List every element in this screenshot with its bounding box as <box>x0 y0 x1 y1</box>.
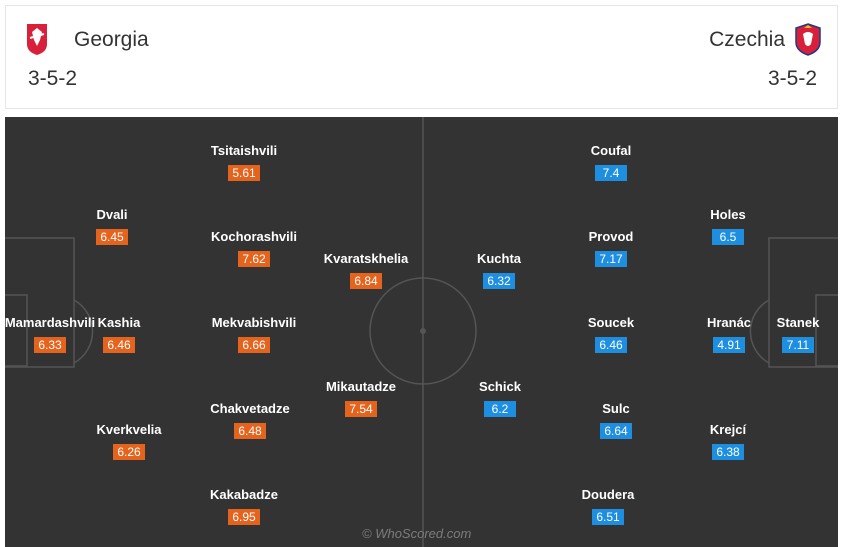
player-name: Hranác <box>706 315 752 330</box>
player-name: Krejcí <box>709 422 747 437</box>
away-player[interactable]: Provod 7.17 <box>561 229 661 273</box>
player-rating: 6.46 <box>595 337 627 353</box>
player-rating: 4.91 <box>713 337 745 353</box>
player-name: Provod <box>588 229 634 244</box>
player-name: Kuchta <box>476 251 522 266</box>
away-player[interactable]: Hranác 4.91 <box>679 315 779 359</box>
player-rating: 6.51 <box>592 509 624 525</box>
away-player[interactable]: Krejcí 6.38 <box>678 422 778 466</box>
player-name: Kverkvelia <box>96 422 162 437</box>
player-name: Kvaratskhelia <box>323 251 409 266</box>
pitch-markings <box>5 117 838 547</box>
player-rating: 6.33 <box>34 337 66 353</box>
player-name: Mekvabishvili <box>211 315 297 330</box>
player-name: Sulc <box>602 401 630 416</box>
home-player[interactable]: Kashia 6.46 <box>69 315 169 359</box>
player-rating: 6.46 <box>103 337 135 353</box>
player-name: Schick <box>479 379 521 394</box>
player-rating: 6.95 <box>228 509 260 525</box>
away-player[interactable]: Soucek 6.46 <box>561 315 661 359</box>
player-rating: 6.45 <box>96 229 128 245</box>
player-name: Mamardashvili <box>5 315 96 330</box>
player-rating: 6.5 <box>712 229 744 245</box>
player-name: Holes <box>710 207 746 222</box>
away-player[interactable]: Coufal 7.4 <box>561 143 661 187</box>
player-rating: 6.2 <box>484 401 516 417</box>
player-name: Chakvetadze <box>210 401 290 416</box>
away-team-name: Czechia <box>709 28 785 51</box>
player-rating: 6.32 <box>483 273 515 289</box>
lineup-header: Georgia 3-5-2 Czechia 3-5-2 <box>5 5 838 109</box>
player-rating: 7.17 <box>595 251 627 267</box>
away-player[interactable]: Doudera 6.51 <box>558 487 658 531</box>
player-rating: 7.11 <box>782 337 814 353</box>
home-player[interactable]: Mamardashvili 6.33 <box>5 315 100 359</box>
home-player[interactable]: Kakabadze 6.95 <box>194 487 294 531</box>
player-name: Soucek <box>587 315 635 330</box>
home-player[interactable]: Kverkvelia 6.26 <box>79 422 179 466</box>
home-team-name: Georgia <box>74 28 149 51</box>
player-name: Stanek <box>776 315 820 330</box>
home-formation: 3-5-2 <box>28 67 78 90</box>
player-rating: 5.61 <box>228 165 260 181</box>
player-rating: 6.48 <box>234 423 266 439</box>
home-player[interactable]: Tsitaishvili 5.61 <box>194 143 294 187</box>
away-player[interactable]: Kuchta 6.32 <box>449 251 549 295</box>
player-rating: 6.64 <box>600 423 632 439</box>
player-name: Kakabadze <box>210 487 278 502</box>
player-name: Coufal <box>590 143 632 158</box>
home-player[interactable]: Dvali 6.45 <box>62 207 162 251</box>
away-player[interactable]: Schick 6.2 <box>450 379 550 423</box>
player-name: Doudera <box>581 487 635 502</box>
home-player[interactable]: Mekvabishvili 6.66 <box>204 315 304 359</box>
home-player[interactable]: Chakvetadze 6.48 <box>200 401 300 445</box>
player-rating: 6.38 <box>712 444 744 460</box>
player-rating: 6.66 <box>238 337 270 353</box>
player-rating: 7.54 <box>345 401 377 417</box>
whoscored-watermark: © WhoScored.com <box>362 526 472 541</box>
player-name: Mikautadze <box>325 379 397 394</box>
player-name: Dvali <box>96 207 128 222</box>
georgia-crest-icon <box>27 24 47 55</box>
away-formation: 3-5-2 <box>767 67 817 90</box>
czechia-crest-icon <box>795 23 821 56</box>
player-name: Tsitaishvili <box>210 143 278 158</box>
home-player[interactable]: Mikautadze 7.54 <box>311 379 411 423</box>
away-player[interactable]: Sulc 6.64 <box>566 401 666 445</box>
player-name: Kashia <box>97 315 141 330</box>
player-rating: 6.84 <box>350 273 382 289</box>
player-rating: 7.62 <box>238 251 270 267</box>
home-player[interactable]: Kvaratskhelia 6.84 <box>316 251 416 295</box>
away-player[interactable]: Stanek 7.11 <box>748 315 838 359</box>
player-name: Kochorashvili <box>211 229 297 244</box>
player-rating: 7.4 <box>595 165 627 181</box>
player-rating: 6.26 <box>113 444 145 460</box>
home-player[interactable]: Kochorashvili 7.62 <box>204 229 304 273</box>
away-player[interactable]: Holes 6.5 <box>678 207 778 251</box>
